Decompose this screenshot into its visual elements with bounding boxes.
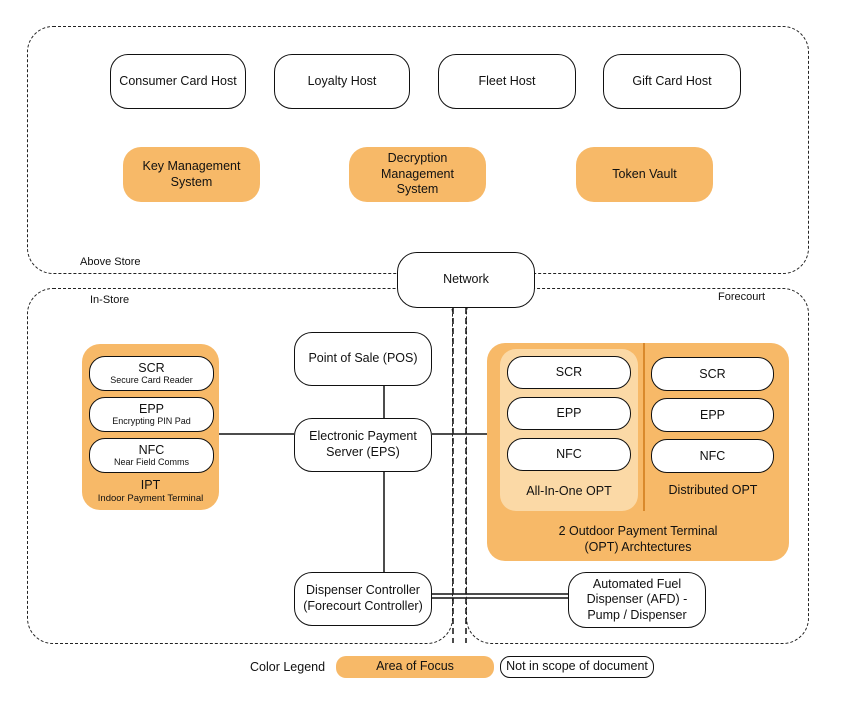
- dist-scr-label: SCR: [699, 366, 726, 381]
- dist-scr: SCR: [651, 357, 774, 391]
- fleet-host: Fleet Host: [438, 54, 576, 109]
- dist-epp-label: EPP: [699, 407, 725, 422]
- ipt-epp-label: EPP: [138, 401, 164, 416]
- aio-epp-label: EPP: [556, 406, 582, 421]
- loyalty-host: Loyalty Host: [274, 54, 410, 109]
- network-node: Network: [397, 252, 535, 308]
- legend-area-of-focus: Area of Focus: [336, 656, 494, 678]
- aio-scr: SCR: [507, 356, 631, 389]
- gift-card-host: Gift Card Host: [603, 54, 741, 109]
- above-store-label: Above Store: [80, 256, 141, 268]
- dist-nfc-label: NFC: [699, 448, 726, 463]
- ipt-scr-label: SCR: [138, 360, 165, 375]
- all-in-one-title: All-In-One OPT: [526, 484, 612, 498]
- token-vault: Token Vault: [576, 147, 713, 202]
- consumer-card-host: Consumer Card Host: [110, 54, 246, 109]
- ipt-nfc-label: NFC: [138, 442, 165, 457]
- ipt-title: IPT: [140, 478, 161, 492]
- point-of-sale: Point of Sale (POS): [294, 332, 432, 386]
- ipt-epp-sub: Encrypting PIN Pad: [112, 416, 191, 427]
- in-store-label: In-Store: [90, 294, 130, 306]
- opt-divider: [643, 343, 645, 511]
- decryption-management-system: Decryption Management System: [349, 147, 486, 202]
- dist-epp: EPP: [651, 398, 774, 432]
- automated-fuel-dispenser: Automated Fuel Dispenser (AFD) - Pump / …: [568, 572, 706, 628]
- legend-title: Color Legend: [250, 660, 326, 674]
- distributed-title: Distributed OPT: [668, 483, 758, 497]
- aio-nfc: NFC: [507, 438, 631, 471]
- dist-nfc: NFC: [651, 439, 774, 473]
- key-management-system: Key Management System: [123, 147, 260, 202]
- aio-scr-label: SCR: [555, 365, 583, 380]
- dispenser-controller: Dispenser Controller (Forecourt Controll…: [294, 572, 432, 626]
- electronic-payment-server: Electronic Payment Server (EPS): [294, 418, 432, 472]
- forecourt-label: Forecourt: [718, 291, 766, 303]
- ipt-nfc: NFC Near Field Comms: [89, 438, 214, 473]
- in-store-zone: [27, 288, 453, 644]
- ipt-scr-sub: Secure Card Reader: [110, 375, 193, 386]
- ipt-scr: SCR Secure Card Reader: [89, 356, 214, 391]
- ipt-epp: EPP Encrypting PIN Pad: [89, 397, 214, 432]
- aio-nfc-label: NFC: [556, 447, 582, 462]
- legend-not-in-scope: Not in scope of document: [500, 656, 654, 678]
- aio-epp: EPP: [507, 397, 631, 430]
- forecourt-zone: [466, 288, 809, 644]
- ipt-subtitle: Indoor Payment Terminal: [97, 493, 204, 504]
- opt-caption: 2 Outdoor Payment Terminal (OPT) Archtec…: [558, 524, 718, 554]
- ipt-nfc-sub: Near Field Comms: [113, 457, 189, 468]
